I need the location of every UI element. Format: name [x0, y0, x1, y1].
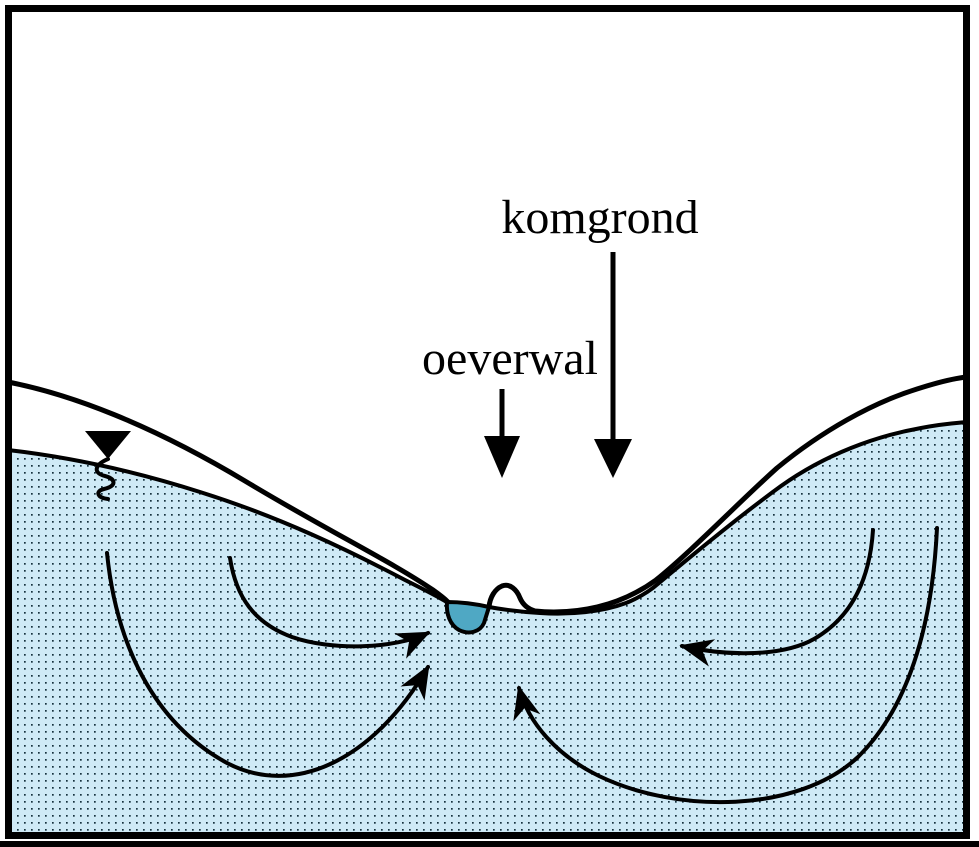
- water-table-marker-icon: [85, 431, 131, 501]
- frame-border: [5, 5, 970, 839]
- oeverwal-arrow-icon: [484, 389, 520, 478]
- groundwater-zone: [8, 422, 967, 836]
- flow-line-right-outer: [513, 526, 939, 805]
- water-table-triangle-icon: [85, 431, 131, 459]
- ditch-water: [444, 600, 491, 635]
- oeverwal-label: oeverwal: [422, 332, 598, 385]
- water-table-squiggle: [94, 457, 116, 501]
- flow-line-right-inner: [679, 528, 875, 667]
- ground-surface-right: [486, 374, 970, 615]
- flow-line-left-outer: [105, 551, 430, 778]
- komgrond-arrow-icon: [594, 252, 632, 478]
- flow-lines: [105, 526, 939, 805]
- komgrond-label: komgrond: [501, 191, 698, 244]
- bottom-edge-line: [0, 841, 979, 847]
- ground-surface-left: [5, 379, 451, 605]
- flow-line-left-inner: [228, 556, 431, 659]
